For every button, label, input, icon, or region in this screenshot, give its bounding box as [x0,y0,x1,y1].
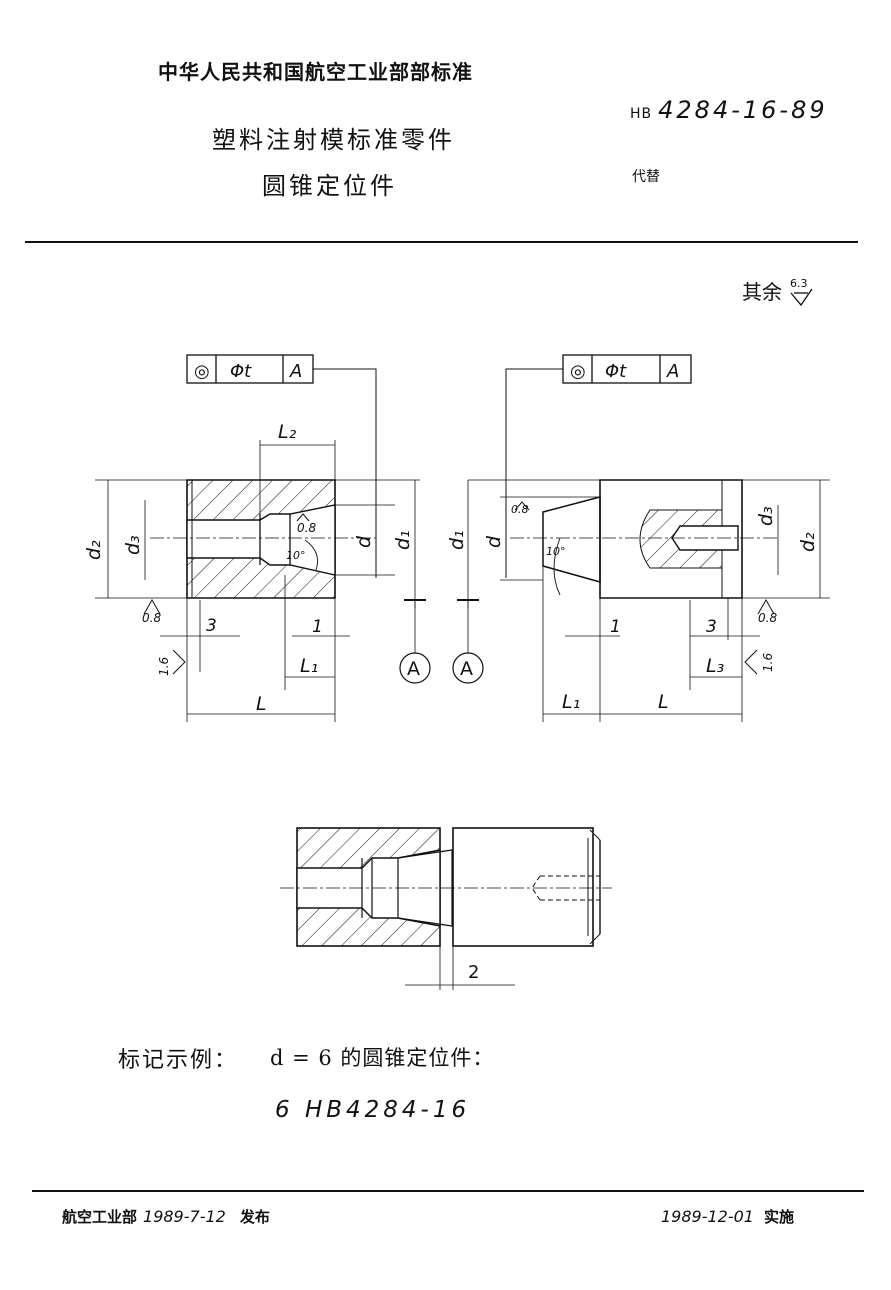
left-roughness-1.6: 1.6 [157,657,171,676]
issuing-standard-org: 中华人民共和国航空工业部部标准 [158,60,473,84]
feature-control-frame-left: ◎ Φt A [186,354,377,578]
footer-issuer: 航空工业部 [62,1208,138,1226]
right-d3: d₃ [755,506,777,526]
fcf-right-datum: A [666,361,679,382]
standard-title-line1: 塑料注射模标准零件 [212,126,455,154]
general-roughness-prefix: 其余 [742,280,782,304]
right-dim-1: 1 [610,617,621,637]
left-roughness-0.8-b: 0.8 [142,611,161,625]
general-roughness: 其余 6.3 [742,276,814,307]
left-roughness-0.8-a: 0.8 [297,521,316,535]
right-roughness-0.8-b: 0.8 [758,611,777,625]
standard-title-line2: 圆锥定位件 [262,172,397,200]
right-d2: d₂ [797,532,819,552]
coaxiality-icon: ◎ [570,361,586,382]
feature-control-frame-right: ◎ Φt A [505,354,692,578]
assembly-drawing: 2 [280,827,612,990]
standard-code-number: 4284-16-89 [658,96,828,124]
left-L1: L₁ [300,655,318,677]
footer-issue: 航空工业部 1989-7-12 发布 [62,1206,270,1227]
footer-issue-label: 发布 [239,1208,270,1226]
general-roughness-value: 6.3 [790,277,808,290]
marking-example-code: 6 HB4284-16 [275,1097,471,1123]
footer-divider [32,1190,864,1192]
right-datum-A: A [460,658,473,680]
left-d: d [353,535,375,548]
replaces-label: 代替 [632,169,660,185]
right-L3: L₃ [706,655,724,677]
left-datum-A: A [407,658,420,680]
assembly-gap: 2 [468,962,479,983]
left-angle: 10° [286,549,306,562]
header-divider [25,241,858,243]
marking-example-text: d = 6 的圆锥定位件： [270,1046,495,1070]
right-roughness-1.6: 1.6 [761,653,775,672]
left-dim-3: 3 [206,616,217,636]
left-d2: d₂ [83,540,105,560]
footer-effective-label: 实施 [763,1208,794,1226]
footer-effective-date: 1989-12-01 [661,1207,754,1226]
left-d3: d₃ [122,535,144,555]
left-view: L₂ d₂ d₃ d d₁ 0.8 10° 0.8 1.6 3 1 L₁ L A [83,421,431,722]
left-L2: L₂ [278,421,297,443]
footer-effective: 1989-12-01 实施 [661,1206,794,1227]
right-roughness-0.8-a: 0.8 [511,503,529,516]
left-d1: d₁ [392,530,414,550]
coaxiality-icon: ◎ [194,361,210,382]
standard-code-prefix: HB [630,106,653,122]
left-dim-1: 1 [312,617,323,637]
right-d: d [483,535,505,548]
standard-code: HB 4284-16-89 [630,96,828,124]
footer-issue-date: 1989-7-12 [143,1207,226,1226]
fcf-right-tolerance: Φt [605,361,627,382]
right-view: d₁ d 0.8 10° d₃ d₂ 0.8 1.6 1 3 L₃ L₁ L A [446,479,830,722]
fcf-left-datum: A [289,361,302,382]
right-L1: L₁ [562,691,580,713]
fcf-left-tolerance: Φt [230,361,252,382]
technical-drawing: ◎ Φt A L [83,354,830,722]
left-L: L [256,693,267,715]
right-d1: d₁ [446,530,468,550]
right-L: L [658,691,669,713]
marking-example-label: 标记示例： [118,1048,239,1073]
right-dim-3: 3 [706,617,717,637]
roughness-symbol-icon: 6.3 [790,277,813,307]
right-angle: 10° [546,545,566,558]
